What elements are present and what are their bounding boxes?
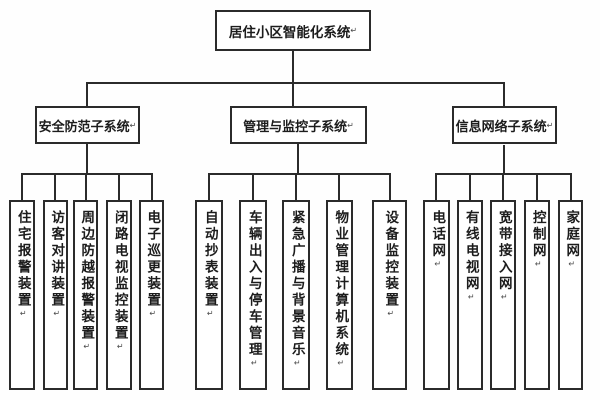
connector-network-drop-2 [469,173,471,200]
paragraph-mark: ↵ [129,120,137,130]
leaf-node-label: 设备监控装置 [382,210,399,309]
paragraph-mark: ↵ [18,309,28,318]
leaf-node-cctv-monitoring: 闭路电视监控装置↵ [106,200,132,390]
leaf-node-control-network: 控制网↵ [524,200,550,390]
connector-management-drop-1 [208,173,210,200]
connector-security-drop-1 [21,173,23,200]
leaf-node-telephone-network: 电话网↵ [423,200,450,390]
leaf-node-visitor-intercom: 访客对讲装置↵ [43,200,68,390]
connector-drop-group-security [86,82,88,106]
connector-security-drop-3 [85,173,87,200]
leaf-node-label: 有线电视网 [462,210,479,293]
connector-network-drop-4 [536,173,538,200]
leaf-node-equipment-monitoring: 设备监控装置↵ [372,200,407,390]
group-node-label: 管理与监控子系统 [243,119,348,135]
paragraph-mark: ↵ [292,358,302,368]
leaf-node-property-computer: 物业管理计算机系统↵ [326,200,353,390]
paragraph-mark: ↵ [205,309,215,318]
connector-management-drop-4 [338,173,340,200]
leaf-node-label: 访客对讲装置 [48,210,65,309]
leaf-node-label: 自动抄表装置 [201,210,218,309]
paragraph-mark: ↵ [350,26,358,35]
paragraph-mark: ↵ [148,309,158,318]
leaf-node-label: 闭路电视监控装置 [111,210,128,342]
paragraph-mark: ↵ [82,342,92,351]
leaf-node-label: 紧急广播与背景音乐 [288,210,305,359]
paragraph-mark: ↵ [347,120,354,130]
group-node-management: 管理与监控子系统↵ [230,106,367,144]
paragraph-mark: ↵ [115,342,125,351]
connector-security-drop-2 [54,173,56,200]
group-node-network: 信息网络子系统↵ [452,106,557,144]
connector-level1-bus [87,82,505,84]
connector-network-drop-3 [502,173,504,200]
paragraph-mark: ↵ [52,309,62,318]
connector-network-drop-5 [570,173,572,200]
leaf-node-cable-tv-network: 有线电视网↵ [457,200,483,390]
connector-management-vertical [297,144,299,173]
paragraph-mark: ↵ [249,358,259,368]
connector-management-drop-3 [295,173,297,200]
connector-security-drop-4 [118,173,120,200]
connector-management-bus [208,173,391,175]
root-node: 居住小区智能化系统↵ [215,10,371,51]
leaf-node-home-network: 家庭网↵ [558,200,583,390]
paragraph-mark: ↵ [499,292,509,302]
paragraph-mark: ↵ [466,292,476,302]
connector-management-drop-2 [252,173,254,200]
leaf-node-label: 物业管理计算机系统 [332,210,349,359]
leaf-node-label: 家庭网 [563,210,580,260]
leaf-node-residential-alarm: 住宅报警装置↵ [9,200,35,390]
root-node-label: 居住小区智能化系统 [228,24,351,41]
group-node-label: 信息网络子系统 [455,119,547,135]
paragraph-mark: ↵ [546,120,554,130]
leaf-node-broadcast-music: 紧急广播与背景音乐↵ [282,200,310,390]
connector-network-vertical [503,145,505,173]
connector-drop-group-network [503,82,505,106]
paragraph-mark: ↵ [567,259,577,269]
leaf-node-label: 电子巡更装置 [144,210,161,309]
leaf-node-label: 控制网 [529,210,546,260]
connector-security-drop-5 [151,173,153,200]
connector-root-vertical [292,51,294,106]
leaf-node-label: 宽带接入网 [495,210,512,293]
paragraph-mark: ↵ [336,358,346,368]
paragraph-mark: ↵ [386,309,396,318]
leaf-node-label: 周边防越报警装置 [78,210,95,342]
paragraph-mark: ↵ [533,259,543,269]
leaf-node-broadband-network: 宽带接入网↵ [490,200,516,390]
connector-security-bus [21,173,153,175]
leaf-node-label: 电话网 [429,210,446,260]
paragraph-mark: ↵ [433,259,443,269]
leaf-node-auto-meter-reading: 自动抄表装置↵ [195,200,223,390]
connector-security-vertical [86,144,88,173]
leaf-node-perimeter-alarm: 周边防越报警装置↵ [73,200,98,390]
connector-management-drop-5 [389,173,391,200]
connector-network-drop-1 [435,173,437,200]
leaf-node-label: 车辆出入与停车管理 [245,210,262,359]
leaf-node-electronic-patrol: 电子巡更装置↵ [139,200,164,390]
group-node-security: 安全防范子系统↵ [35,106,140,144]
leaf-node-label: 住宅报警装置 [14,210,31,309]
group-node-label: 安全防范子系统 [38,119,130,135]
leaf-node-vehicle-parking: 车辆出入与停车管理↵ [239,200,267,390]
